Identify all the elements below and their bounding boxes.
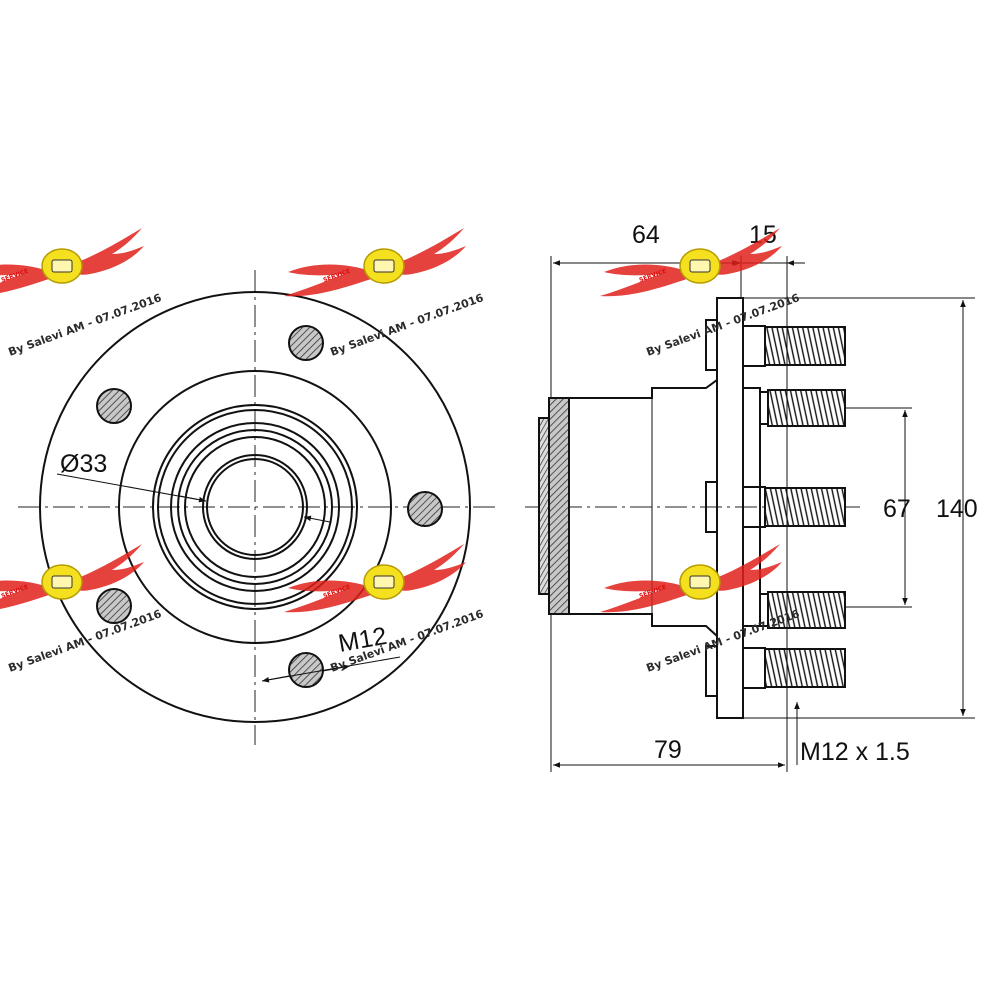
seal-section (548, 397, 570, 615)
stud-hole (407, 491, 443, 527)
hub-ring-4 (177, 429, 333, 585)
watermark-text: By Salevi AM - 07.07.2016 (7, 607, 164, 675)
watermark-logo: SERVICE By Salevi AM - 07.07.2016 (0, 544, 164, 675)
wheel-studs (742, 325, 846, 689)
pilot-diameter-label: 67 (883, 495, 911, 523)
wheel-stud (764, 648, 846, 688)
flange (716, 297, 744, 719)
stud-hole (96, 588, 132, 624)
stud-hole (288, 652, 324, 688)
hub-ring-3 (170, 422, 340, 592)
wheel-stud (767, 591, 846, 629)
stud-hole (96, 388, 132, 424)
watermark-text: By Salevi AM - 07.07.2016 (329, 291, 486, 359)
stud-thread-spec-label: M12 x 1.5 (800, 738, 910, 766)
hub-ring-5 (184, 436, 326, 578)
hub-length-label: 64 (632, 221, 660, 249)
abs-ring (538, 417, 550, 595)
bore-outer-circle (202, 454, 308, 560)
hub-ring-1 (152, 404, 358, 610)
pilot (743, 387, 761, 627)
stud-hole (288, 325, 324, 361)
bore-diameter-label: Ø33 (60, 450, 107, 478)
wheel-stud (764, 326, 846, 366)
front-view: Ø33 M12 (18, 270, 500, 745)
hub-circle (118, 370, 392, 644)
bore-inner-circle (206, 458, 304, 556)
stud-holes (96, 325, 443, 688)
flange-diameter-label: 140 (936, 495, 978, 523)
flange-outer-circle (39, 291, 471, 723)
watermark-logo: SERVICE By Salevi AM - 07.07.2016 (0, 228, 164, 359)
side-view: 64 15 79 67 140 M12 x 1.5 (525, 221, 978, 772)
wheel-stud (767, 389, 846, 427)
wheel-stud (764, 487, 846, 527)
overall-length-label: 79 (654, 736, 682, 764)
hub-ring-2 (157, 409, 353, 605)
